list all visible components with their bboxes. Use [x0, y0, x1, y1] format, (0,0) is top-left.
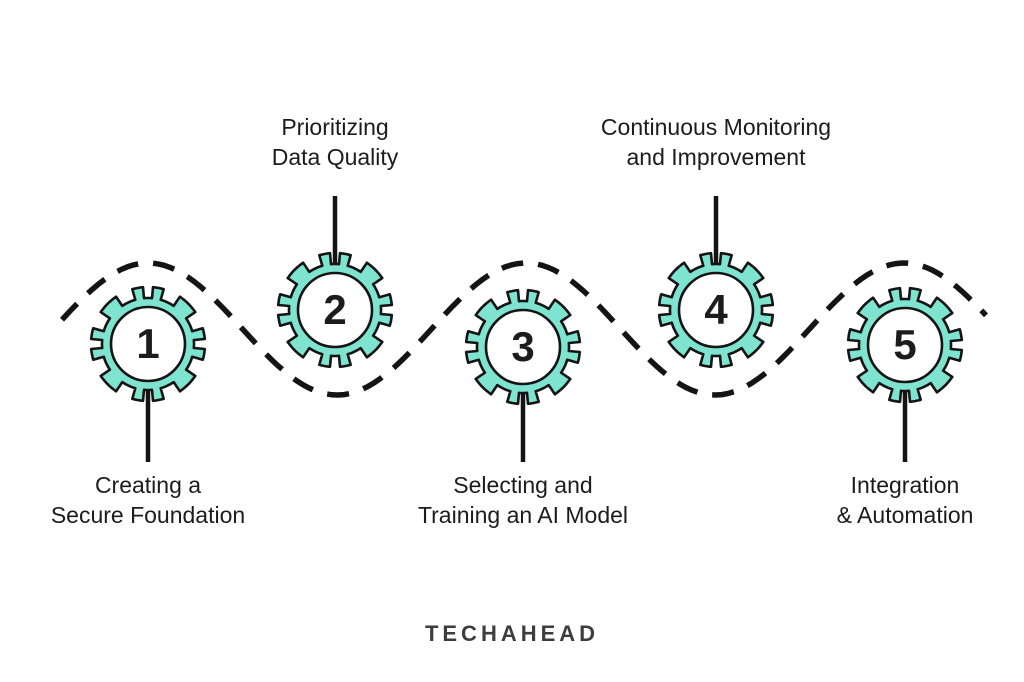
step-number: 5 — [893, 321, 917, 368]
brand-logo: TECHAHEAD — [424, 621, 600, 646]
step-label: Continuous Monitoring and Improvement — [600, 114, 832, 170]
step-number: 3 — [511, 323, 535, 370]
step-label: Integration & Automation — [836, 472, 974, 528]
step-label: Creating a Secure Foundation — [50, 472, 246, 528]
gear-hub — [484, 308, 562, 386]
gear-step-2 — [276, 251, 394, 369]
gear-hub — [866, 306, 944, 384]
gear-hub — [109, 305, 187, 383]
gear-step-5 — [846, 286, 964, 404]
flow-path — [59, 260, 989, 398]
gear-hub — [296, 271, 374, 349]
step-label: Prioritizing Data Quality — [271, 114, 399, 170]
gear-step-3 — [464, 288, 582, 406]
gear-hub — [677, 271, 755, 349]
gear-step-1 — [89, 285, 207, 403]
gear-step-4 — [657, 251, 775, 369]
step-number: 1 — [136, 320, 160, 367]
step-label: Selecting and Training an AI Model — [417, 472, 629, 528]
step-number: 4 — [704, 286, 728, 333]
step-number: 2 — [323, 286, 347, 333]
